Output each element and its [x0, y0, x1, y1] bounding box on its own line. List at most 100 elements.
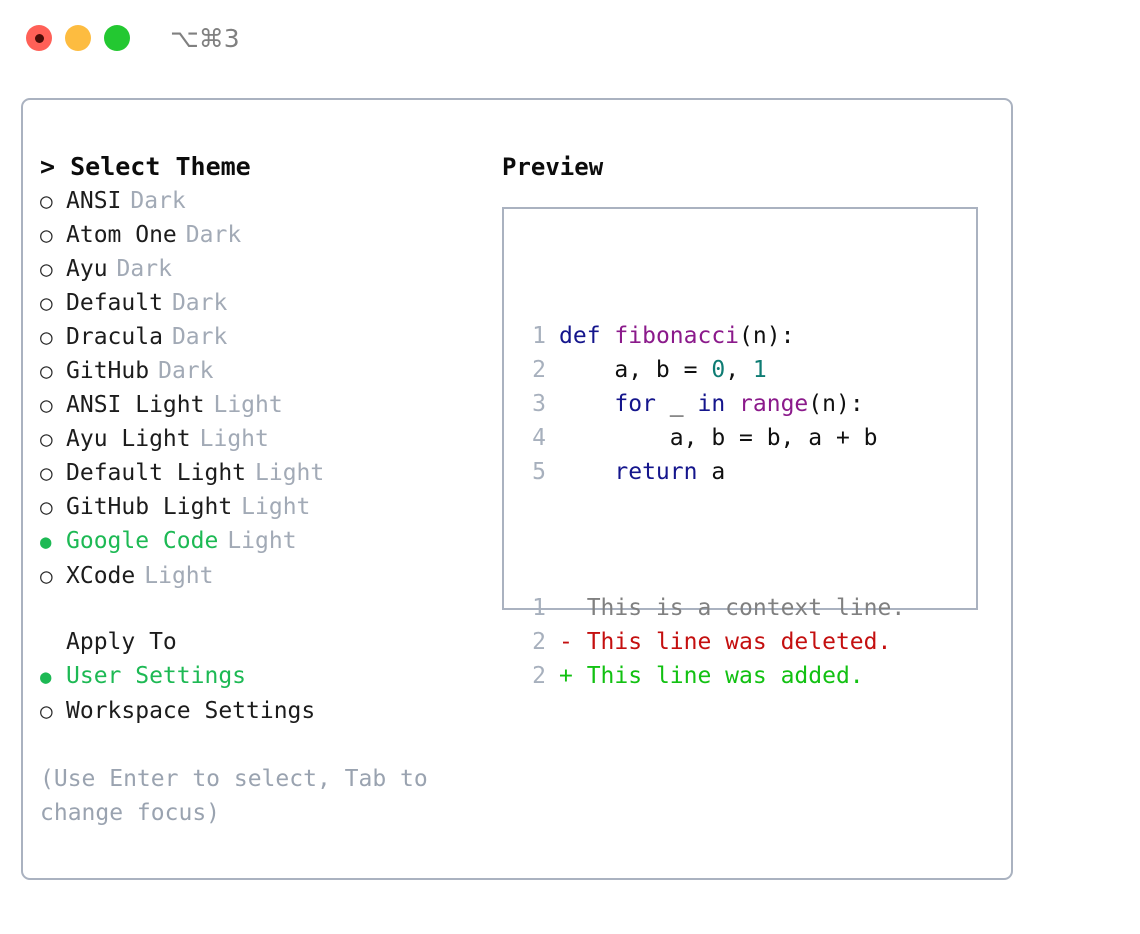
code-token: _ [655, 391, 698, 417]
diff-marker [559, 595, 587, 621]
apply-to-option-row[interactable]: ● User Settings [40, 659, 490, 694]
radio-unselected-icon[interactable]: ○ [40, 223, 53, 247]
title-bar: ⌥⌘3 [0, 0, 1140, 78]
code-token: a [697, 459, 726, 485]
code-lines: 1 def fibonacci (n): 2 a, b = 0, 1 3 for _ i… [524, 319, 905, 489]
diff-text: This line was added. [586, 663, 864, 689]
theme-category-badge: Light [227, 528, 297, 554]
code-token: range [739, 391, 809, 417]
radio-unselected-icon[interactable]: ○ [40, 359, 53, 383]
code-token: 1 [752, 357, 767, 383]
zoom-button[interactable] [104, 25, 130, 51]
minimize-button[interactable] [65, 25, 91, 51]
apply-to-list[interactable]: ● User Settings ○ Workspace Settings [40, 659, 490, 728]
keyboard-hint: (Use Enter to select, Tab to change focu… [40, 766, 428, 826]
apply-to-label: User Settings [66, 663, 247, 689]
theme-option-row[interactable]: ○ Ayu Light Light [40, 422, 490, 456]
theme-category-badge: Light [241, 494, 311, 520]
theme-name: Ayu Light [66, 426, 191, 452]
theme-option-row[interactable]: ○ Default Dark [40, 286, 490, 320]
radio-unselected-icon[interactable]: ○ [40, 291, 53, 315]
theme-name: GitHub Light [66, 494, 233, 520]
code-token [601, 323, 615, 349]
radio-selected-icon[interactable]: ● [40, 666, 52, 688]
theme-name: XCode [66, 563, 136, 589]
theme-category-badge: Light [199, 426, 269, 452]
theme-name: Default [66, 290, 163, 316]
diff-text: This is a context line. [586, 595, 906, 621]
code-token: 0 [711, 357, 726, 383]
theme-category-badge: Dark [116, 256, 172, 282]
radio-unselected-icon[interactable]: ○ [40, 257, 53, 281]
diff-marker: - [559, 629, 587, 655]
theme-option-row[interactable]: ○ Dracula Dark [40, 320, 490, 354]
radio-unselected-icon[interactable]: ○ [40, 495, 53, 519]
keyboard-shortcut-label: ⌥⌘3 [170, 24, 240, 53]
code-token: a, b = [559, 357, 712, 383]
code-token: a, b = b, a + b [559, 425, 878, 451]
line-number: 2 [532, 357, 546, 383]
radio-unselected-icon[interactable]: ○ [40, 393, 53, 417]
diff-text: This line was deleted. [586, 629, 892, 655]
theme-name: Atom One [66, 222, 177, 248]
code-token: for [614, 391, 656, 417]
theme-category-badge: Dark [158, 358, 214, 384]
code-token: (n): [808, 391, 864, 417]
radio-selected-icon[interactable]: ● [40, 531, 52, 553]
theme-option-row[interactable]: ○ GitHub Dark [40, 354, 490, 388]
code-token [725, 391, 739, 417]
radio-unselected-icon[interactable]: ○ [40, 325, 53, 349]
code-line: 3 for _ in range(n): [524, 387, 905, 421]
theme-category-badge: Light [255, 460, 325, 486]
code-line: 5 return a [524, 455, 905, 489]
diff-line: 2- This line was deleted. [524, 625, 905, 659]
theme-name: GitHub [66, 358, 150, 384]
code-sample: 1 def fibonacci (n): 2 a, b = 0, 1 3 for _ i… [524, 251, 905, 761]
radio-unselected-icon[interactable]: ○ [40, 699, 53, 723]
window-controls [26, 25, 130, 51]
line-number: 1 [532, 323, 546, 349]
preview-column: Preview 1 def fibonacci (n): 2 a, b = 0, 1 3… [502, 150, 992, 689]
code-token: fibonacci [614, 323, 740, 349]
theme-category-badge: Dark [185, 222, 242, 248]
theme-name: Default Light [66, 460, 247, 486]
theme-category-badge: Dark [130, 188, 186, 214]
diff-marker: + [559, 663, 587, 689]
theme-category-badge: Dark [171, 290, 228, 316]
theme-option-row[interactable]: ○ Atom One Dark [40, 218, 490, 252]
radio-unselected-icon[interactable]: ○ [40, 189, 53, 213]
theme-option-row[interactable]: ● Google Code Light [40, 524, 490, 559]
preview-header: Preview [502, 153, 604, 181]
preview-box: 1 def fibonacci (n): 2 a, b = 0, 1 3 for _ i… [502, 207, 978, 689]
line-number: 3 [532, 391, 546, 417]
radio-unselected-icon[interactable]: ○ [40, 427, 53, 451]
diff-line: 2 + This line was added. [524, 659, 905, 693]
code-token: def [559, 323, 601, 349]
theme-category-badge: Dark [171, 324, 228, 350]
diff-lines: 1 This is a context line.2- This line wa… [524, 591, 905, 693]
theme-name: Dracula [66, 324, 163, 350]
theme-name: Google Code [66, 528, 219, 554]
apply-to-option-row[interactable]: ○ Workspace Settings [40, 694, 490, 728]
code-line: 4 a, b = b, a + b [524, 421, 905, 455]
radio-unselected-icon[interactable]: ○ [40, 564, 53, 588]
code-token: , [725, 357, 753, 383]
code-token: return [614, 459, 698, 485]
close-button[interactable] [26, 25, 52, 51]
line-number: 4 [532, 425, 546, 451]
theme-option-row[interactable]: ○ GitHub Light Light [40, 490, 490, 524]
code-token [559, 391, 614, 417]
theme-option-row[interactable]: ○ Default Light Light [40, 456, 490, 490]
apply-to-header: Apply To [66, 629, 177, 655]
apply-to-label: Workspace Settings [66, 698, 316, 724]
radio-unselected-icon[interactable]: ○ [40, 461, 53, 485]
line-number: 2 [532, 663, 546, 689]
